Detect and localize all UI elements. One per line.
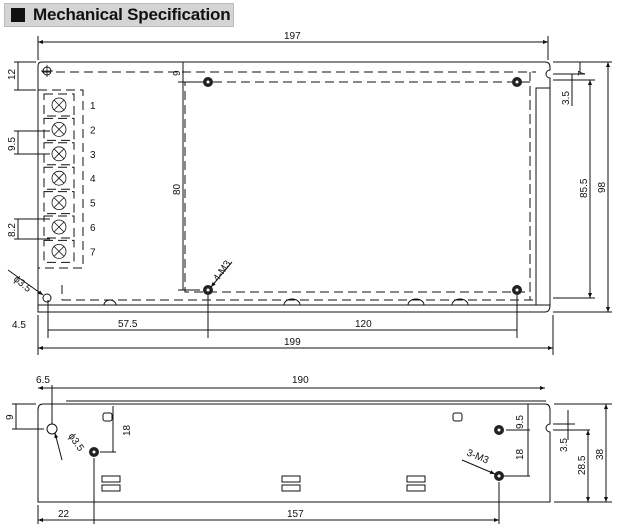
dim-12: 12 <box>7 68 18 80</box>
mounting-holes <box>41 65 522 306</box>
terminal-screw-icon <box>43 239 75 263</box>
dim-80: 80 <box>172 183 183 195</box>
terminal-block <box>37 89 84 269</box>
side-view-outline <box>37 403 551 503</box>
dim-9-5-side: 9.5 <box>515 415 526 429</box>
dim-28-5: 28.5 <box>577 455 588 475</box>
pin-number: 6 <box>90 223 96 234</box>
dim-157: 157 <box>287 509 304 520</box>
dim-9: 9 <box>172 70 183 76</box>
dim-7: 7 <box>577 70 588 76</box>
pin-number: 2 <box>90 125 96 136</box>
pin-number: 5 <box>90 199 96 210</box>
dim-9-5: 9.5 <box>7 137 18 151</box>
side-screw-label: 3-M3 <box>465 448 491 467</box>
dim-120: 120 <box>355 319 372 330</box>
dim-18-right: 18 <box>515 448 526 460</box>
terminal-screw-icon <box>43 166 75 190</box>
hole-icon <box>46 423 58 435</box>
section-title-text: Mechanical Specification <box>33 5 231 24</box>
terminal-screw-icon <box>43 93 75 117</box>
top-view-outline <box>37 61 551 313</box>
pin-number: 7 <box>90 247 96 258</box>
dim-8-2: 8.2 <box>7 223 18 237</box>
dim-190: 190 <box>292 375 309 386</box>
side-bracket <box>535 87 551 306</box>
dim-6-5: 6.5 <box>36 375 50 386</box>
dim-85-5: 85.5 <box>579 178 590 198</box>
pin-number: 4 <box>90 174 96 185</box>
terminal-screw-icon <box>43 117 75 141</box>
dim-9-side: 9 <box>5 414 16 420</box>
dim-4-5: 4.5 <box>12 320 26 331</box>
bullet-square-icon <box>11 8 25 22</box>
hole-label: ϕ3.5 <box>11 274 33 295</box>
dim-22: 22 <box>58 509 70 520</box>
dim-98: 98 <box>597 181 608 193</box>
side-view: 6.5 190 9 18 ϕ3.5 9.5 18 3-M3 3.5 28.5 3… <box>5 375 612 524</box>
dim-3-5-side: 3.5 <box>559 438 570 452</box>
side-hole-label: ϕ3.5 <box>66 431 86 454</box>
pin-number: 3 <box>90 150 96 161</box>
pcb-outline <box>184 81 531 293</box>
hole-icon <box>42 293 52 303</box>
dim-199: 199 <box>284 337 301 348</box>
top-view: 197 199 4.5 57.5 120 12 9.5 8.2 9 80 ϕ3.… <box>7 31 612 355</box>
dim-3-5: 3.5 <box>561 91 572 105</box>
vent-slots <box>101 475 426 492</box>
pin-number: 1 <box>90 101 96 112</box>
dim-197: 197 <box>284 31 301 42</box>
section-title: Mechanical Specification <box>4 3 234 27</box>
terminal-screw-icon <box>43 191 75 215</box>
terminal-screw-icon <box>43 215 75 239</box>
dim-18-left: 18 <box>122 424 133 436</box>
screw-label: 4-M3 <box>211 258 233 283</box>
dim-57-5: 57.5 <box>118 319 138 330</box>
dim-38: 38 <box>595 448 606 460</box>
